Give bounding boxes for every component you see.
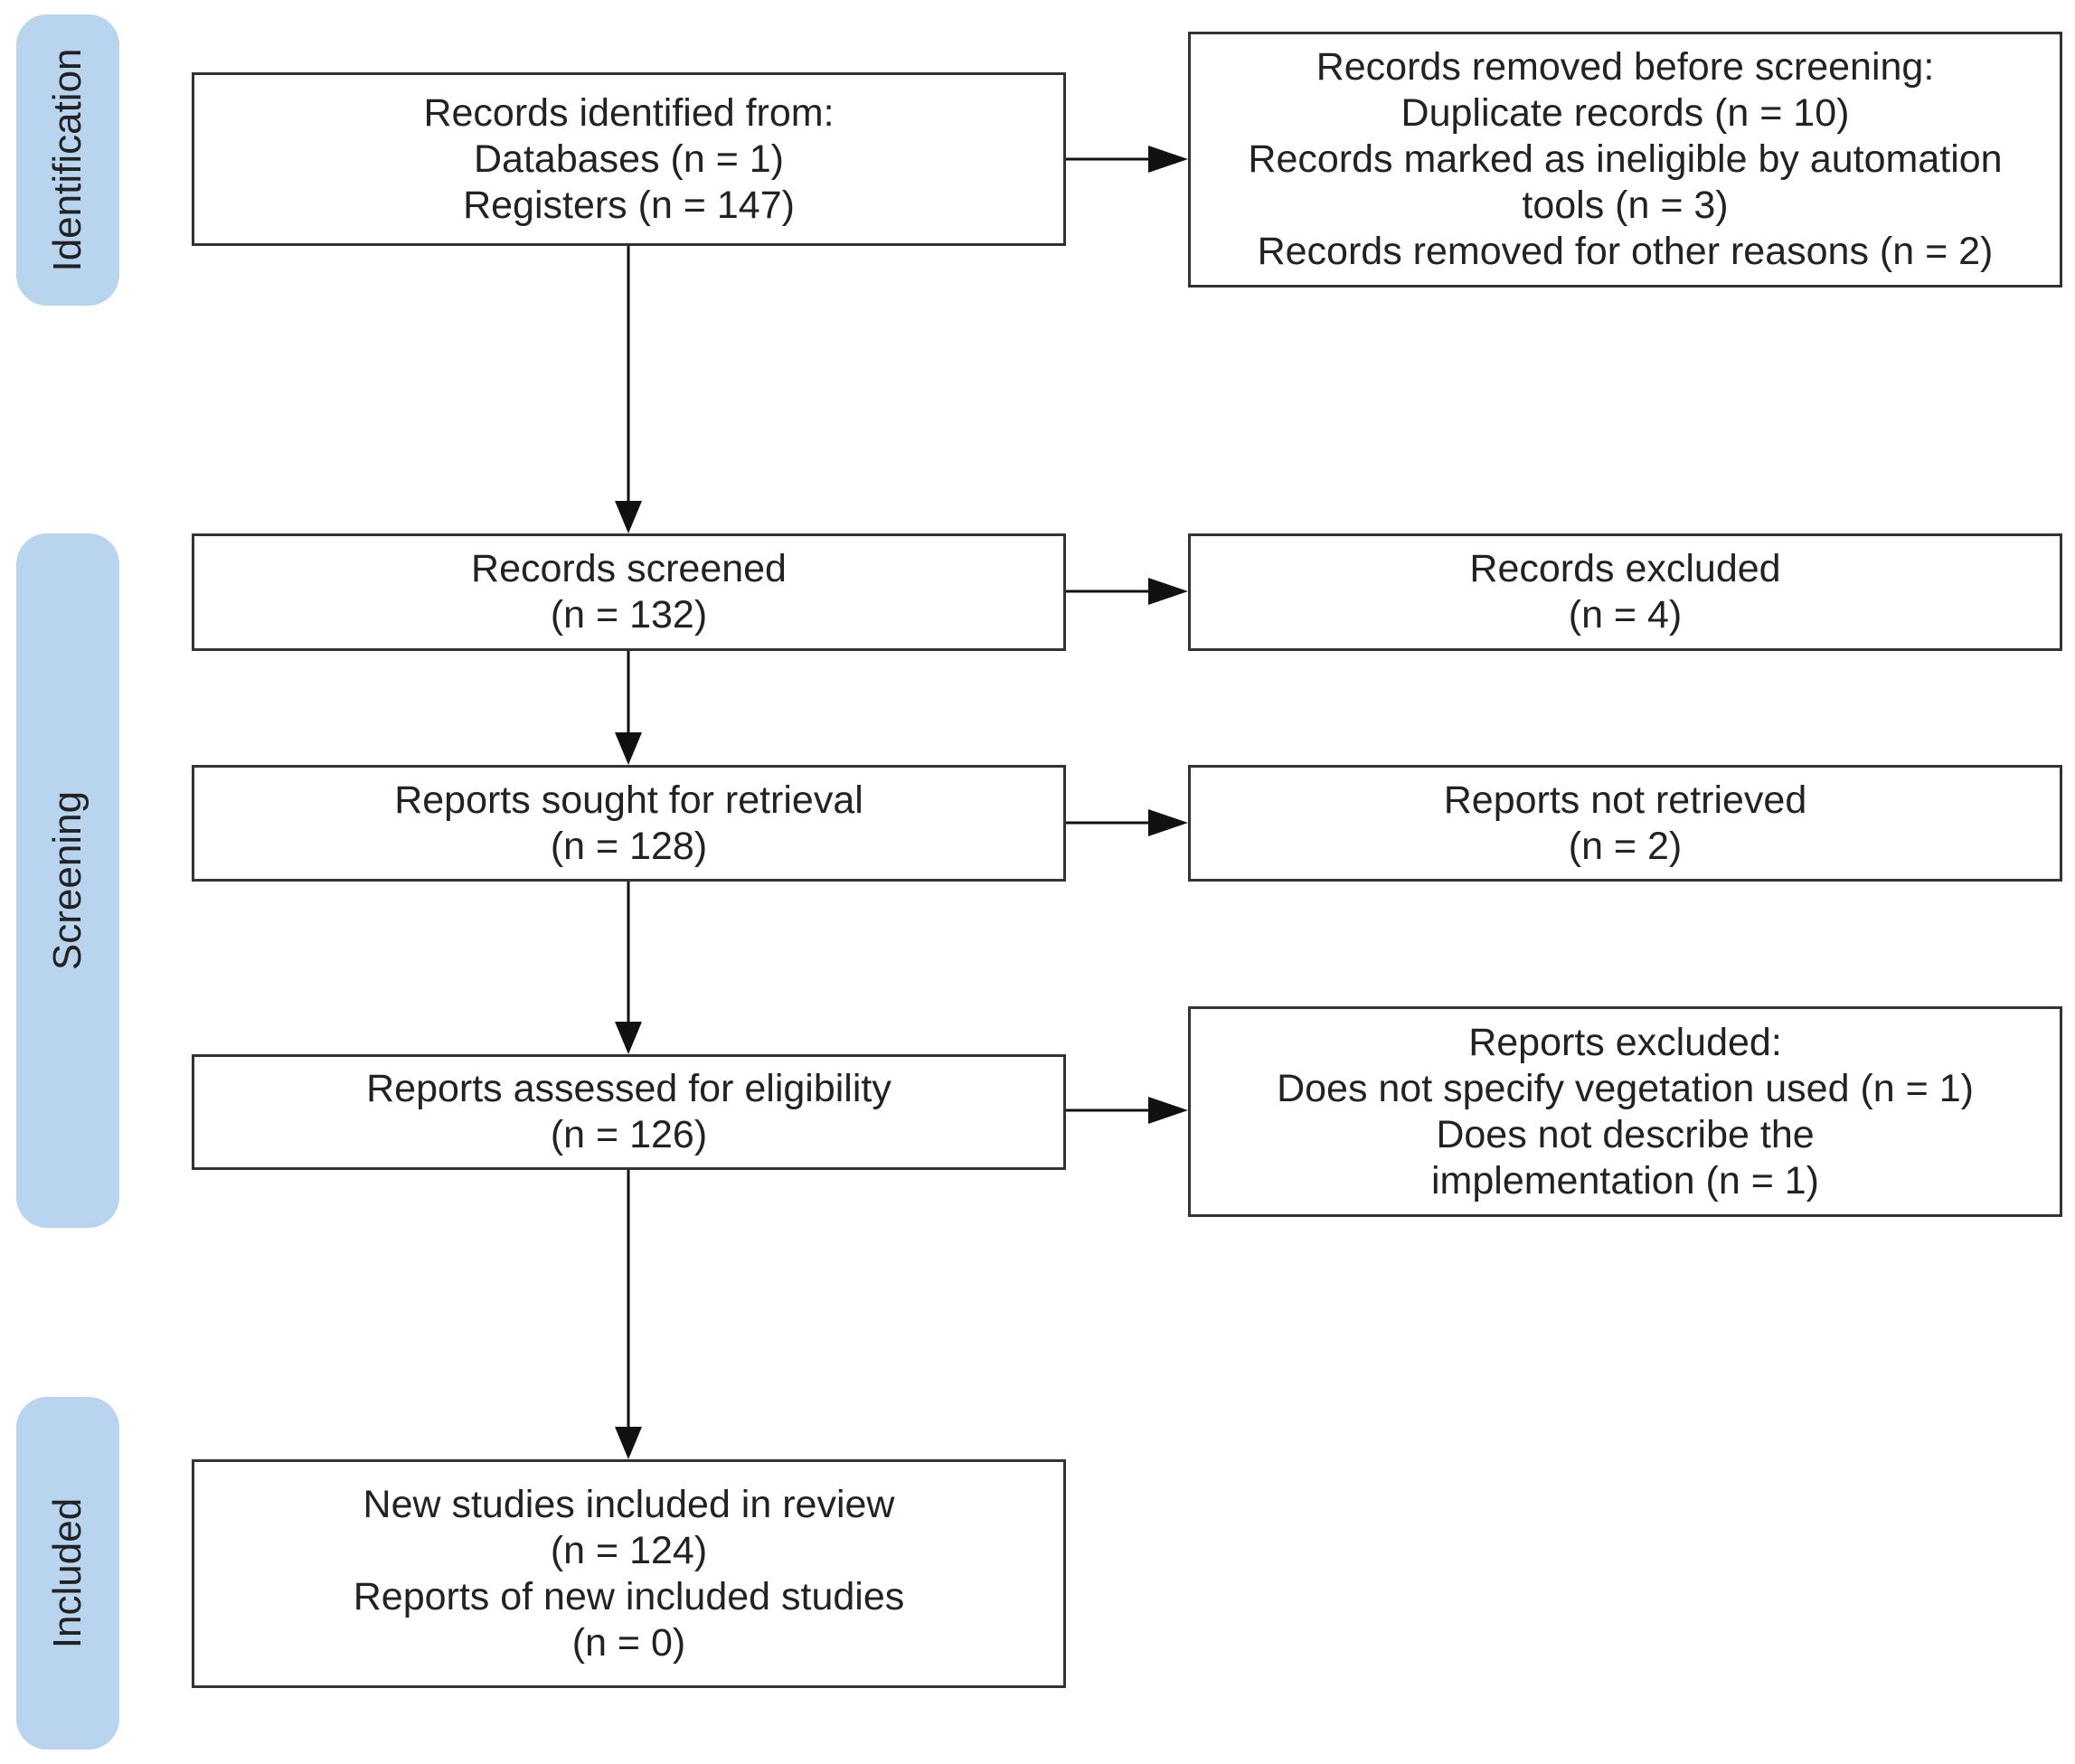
records-identified-databases: Databases (n = 1) bbox=[474, 137, 784, 181]
records-identified-heading: Records identified from: bbox=[423, 90, 835, 135]
reports-sought-box: Reports sought for retrieval (n = 128) bbox=[192, 765, 1066, 882]
records-screened-label: Records screened bbox=[471, 547, 787, 590]
reports-included-count: (n = 0) bbox=[571, 1620, 686, 1665]
studies-included-label: New studies included in review bbox=[363, 1482, 895, 1526]
reports-not-retrieved-label: Reports not retrieved bbox=[1443, 778, 1807, 822]
arrowhead-down-2 bbox=[615, 732, 642, 765]
arrowhead-down-1 bbox=[615, 501, 642, 533]
arrowhead-right-3 bbox=[1148, 809, 1188, 836]
arrowhead-right-4 bbox=[1148, 1097, 1188, 1124]
records-excluded-count: (n = 4) bbox=[1568, 593, 1683, 637]
reports-excluded-vegetation: Does not specify vegetation used (n = 1) bbox=[1277, 1066, 1974, 1110]
records-removed-automation: Records marked as ineligible by automati… bbox=[1248, 137, 2003, 181]
records-removed-duplicates: Duplicate records (n = 10) bbox=[1401, 91, 1850, 135]
reports-excluded-box: Reports excluded: Does not specify veget… bbox=[1188, 1006, 2062, 1217]
studies-included-count: (n = 124) bbox=[550, 1528, 708, 1572]
reports-not-retrieved-box: Reports not retrieved (n = 2) bbox=[1188, 765, 2062, 882]
records-excluded-box: Records excluded (n = 4) bbox=[1188, 533, 2062, 651]
records-removed-heading: Records removed before screening: bbox=[1316, 45, 1935, 89]
arrowhead-right-1 bbox=[1148, 146, 1188, 173]
reports-sought-count: (n = 128) bbox=[550, 824, 708, 868]
phase-screening: Screening bbox=[16, 533, 119, 1228]
records-removed-box: Records removed before screening: Duplic… bbox=[1188, 32, 2062, 288]
reports-assessed-label: Reports assessed for eligibility bbox=[366, 1067, 891, 1110]
records-removed-other: Records removed for other reasons (n = 2… bbox=[1257, 230, 1994, 273]
reports-not-retrieved-count: (n = 2) bbox=[1568, 824, 1683, 868]
reports-sought-label: Reports sought for retrieval bbox=[394, 778, 863, 822]
reports-excluded-implementation-count: implementation (n = 1) bbox=[1430, 1158, 1819, 1203]
reports-assessed-box: Reports assessed for eligibility (n = 12… bbox=[192, 1054, 1066, 1170]
reports-included-label: Reports of new included studies bbox=[353, 1574, 905, 1618]
arrowhead-down-4 bbox=[615, 1427, 642, 1459]
phase-identification: Identification bbox=[16, 14, 119, 306]
records-screened-box: Records screened (n = 132) bbox=[192, 533, 1066, 651]
studies-included-box: New studies included in review (n = 124)… bbox=[192, 1459, 1066, 1688]
records-removed-automation-count: tools (n = 3) bbox=[1522, 184, 1729, 227]
reports-excluded-heading: Reports excluded: bbox=[1468, 1020, 1782, 1064]
phase-included: Included bbox=[16, 1397, 119, 1750]
records-screened-count: (n = 132) bbox=[550, 593, 708, 637]
records-identified-box: Records identified from: Databases (n = … bbox=[192, 72, 1066, 246]
records-excluded-label: Records excluded bbox=[1469, 547, 1781, 590]
arrowhead-right-2 bbox=[1148, 578, 1188, 605]
records-identified-registers: Registers (n = 147) bbox=[463, 183, 795, 227]
arrowhead-down-3 bbox=[615, 1022, 642, 1054]
reports-assessed-count: (n = 126) bbox=[550, 1113, 708, 1156]
reports-excluded-implementation: Does not describe the bbox=[1436, 1112, 1815, 1156]
